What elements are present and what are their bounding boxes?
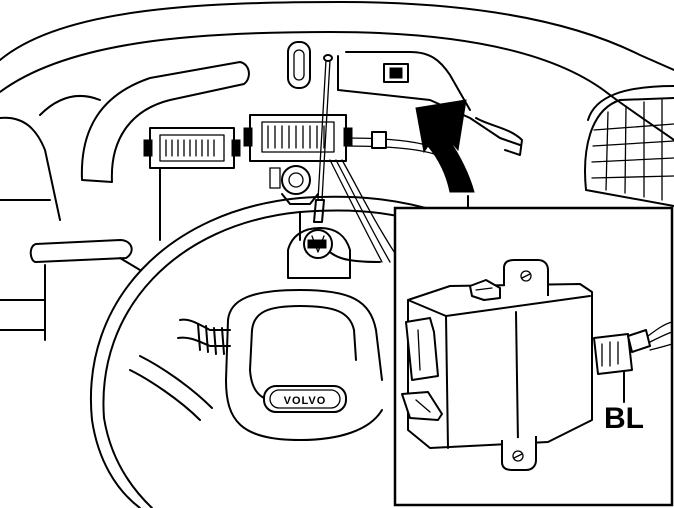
air-vent (584, 85, 674, 207)
control-module (401, 259, 593, 471)
screwdriver (313, 54, 333, 223)
wheel-hub: VOLVO (225, 289, 383, 441)
left-trim-panel (80, 61, 250, 183)
center-connector (243, 114, 353, 162)
upper-switch (287, 41, 311, 89)
loose-connector (593, 321, 673, 403)
left-connector (143, 127, 241, 241)
left-stalk (29, 239, 141, 271)
wire-harness (329, 131, 441, 263)
steering-column (177, 227, 351, 355)
direction-arrow (415, 99, 475, 193)
steering-wheel (89, 195, 441, 508)
callout-label-bl: BL (604, 402, 644, 435)
volvo-badge: VOLVO (284, 395, 327, 407)
hub-screw (303, 229, 333, 259)
inset-detail: BL (393, 206, 674, 507)
